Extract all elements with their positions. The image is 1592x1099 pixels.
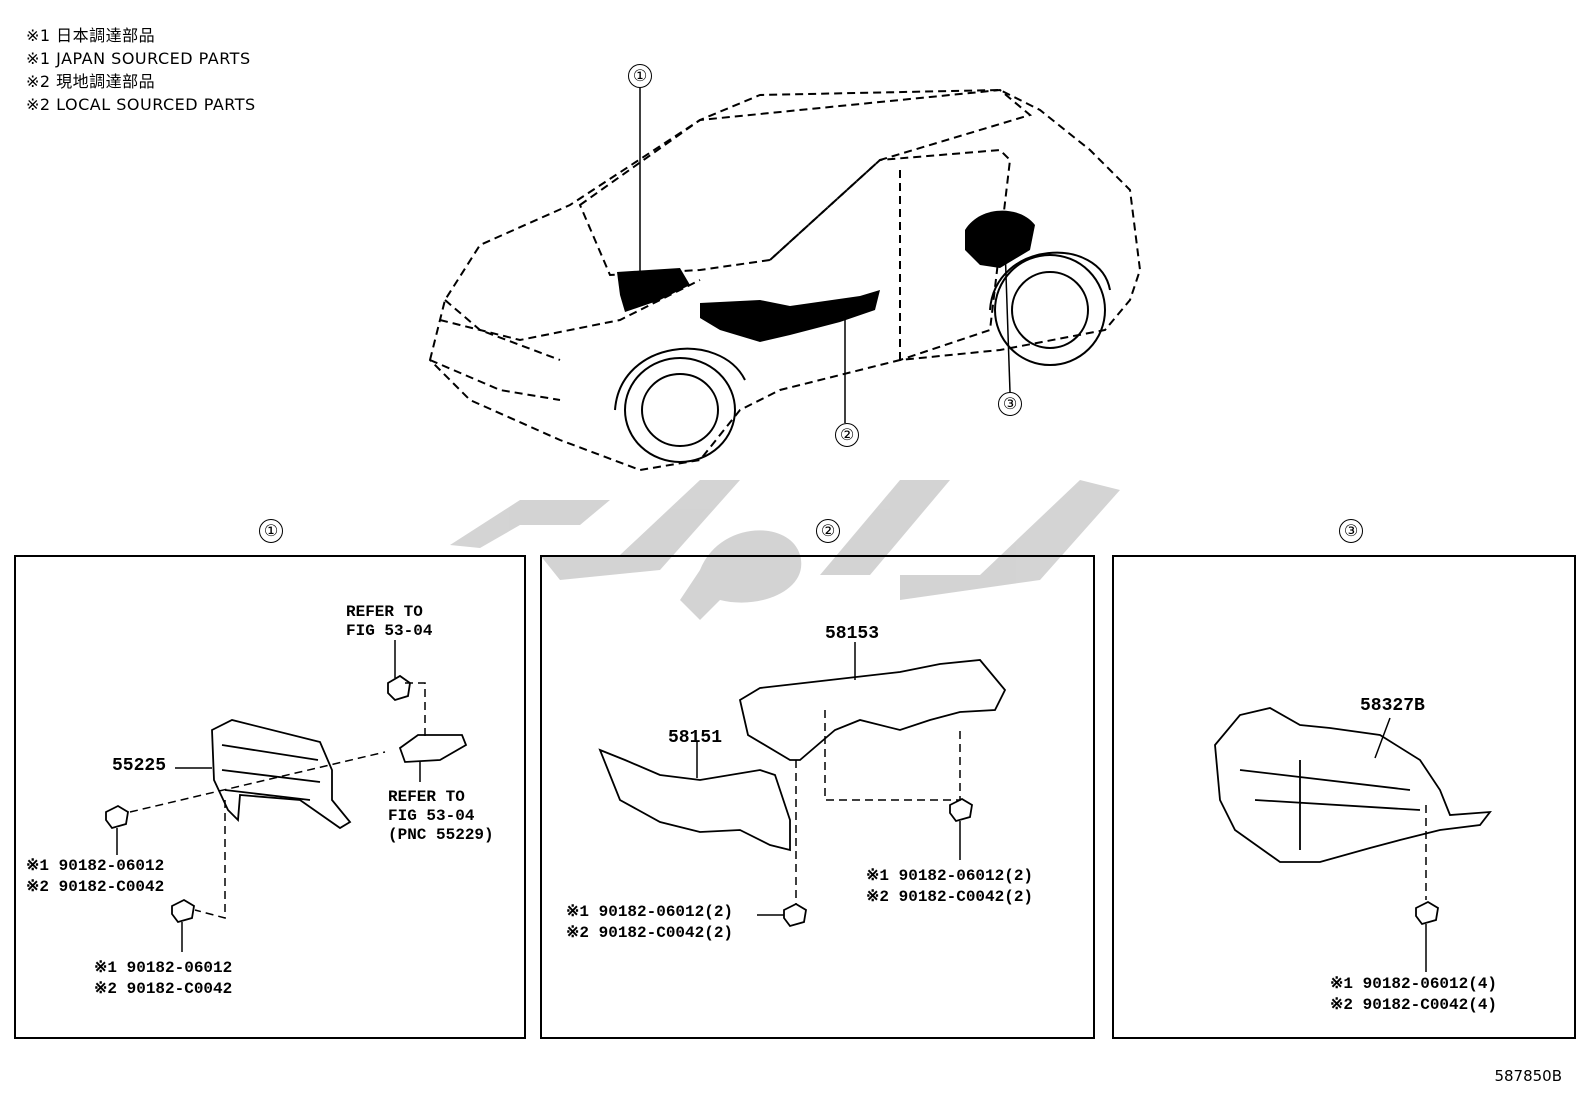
figure-code: 587850B xyxy=(1494,1067,1562,1085)
panel-3-clip-codes: ※1 90182-06012(4) ※2 90182-C0042(4) xyxy=(1330,975,1498,1014)
panel-1-drawing xyxy=(105,674,468,924)
clip-left-shape xyxy=(105,804,129,830)
legend-line-2: ※1 JAPAN SOURCED PARTS xyxy=(26,49,251,68)
panel-2-clip-left-codes: ※1 90182-06012(2) ※2 90182-C0042(2) xyxy=(566,903,734,942)
panel-1-label: ① xyxy=(259,519,283,543)
bracket-shape xyxy=(398,734,468,763)
legend-line-3: ※2 現地調達部品 xyxy=(26,72,156,91)
callout-leaders xyxy=(639,88,1011,423)
car-callout-3: ③ xyxy=(998,392,1022,416)
panel-3 xyxy=(1112,555,1576,1039)
part-58151-shape xyxy=(598,748,791,852)
panel-2-label: ② xyxy=(816,519,840,543)
part-58327b-shape xyxy=(1214,707,1492,863)
panel-2-clip-right-codes: ※1 90182-06012(2) ※2 90182-C0042(2) xyxy=(866,867,1034,906)
panel-2-leaders xyxy=(696,642,961,916)
panel-2 xyxy=(540,555,1095,1039)
vehicle-wheels xyxy=(614,251,1111,463)
legend-line-4: ※2 LOCAL SOURCED PARTS xyxy=(26,95,256,114)
panel-2-dashes xyxy=(795,710,961,904)
highlighted-regions xyxy=(617,210,1035,342)
part-number-58151: 58151 xyxy=(668,728,723,748)
part-number-58153: 58153 xyxy=(825,624,880,644)
panel-1-clip-bottom-codes: ※1 90182-06012 ※2 90182-C0042 xyxy=(94,959,233,998)
panel-3-label: ③ xyxy=(1339,519,1363,543)
legend-line-1: ※1 日本調達部品 xyxy=(26,26,156,45)
part-number-55225: 55225 xyxy=(112,756,167,776)
panel-1-leaders xyxy=(116,640,421,952)
car-callout-2: ② xyxy=(835,423,859,447)
vehicle-outline xyxy=(428,88,1142,472)
panel-1-refer-top: REFER TO FIG 53-04 xyxy=(346,603,433,640)
panel-1-clip-left-codes: ※1 90182-06012 ※2 90182-C0042 xyxy=(26,857,165,896)
car-callout-1: ① xyxy=(628,64,652,88)
clip-right-shape-2 xyxy=(949,797,973,823)
part-55225-shape xyxy=(211,719,352,830)
panel-3-leaders xyxy=(1374,717,1427,972)
panel-1-dashes xyxy=(129,682,426,919)
clip-bottom-shape xyxy=(171,898,195,924)
region-2 xyxy=(700,290,880,342)
region-1 xyxy=(617,268,690,312)
legend: ※1 日本調達部品 ※1 JAPAN SOURCED PARTS ※2 現地調達… xyxy=(26,24,256,116)
panel-3-drawing xyxy=(1214,707,1492,926)
clip-top-shape xyxy=(387,674,411,702)
panel-1 xyxy=(14,555,526,1039)
region-3 xyxy=(965,210,1035,268)
panel-1-refer-side: REFER TO FIG 53-04 (PNC 55229) xyxy=(388,788,494,844)
part-number-58327b: 58327B xyxy=(1360,696,1425,716)
clip-shape-3 xyxy=(1415,900,1439,926)
